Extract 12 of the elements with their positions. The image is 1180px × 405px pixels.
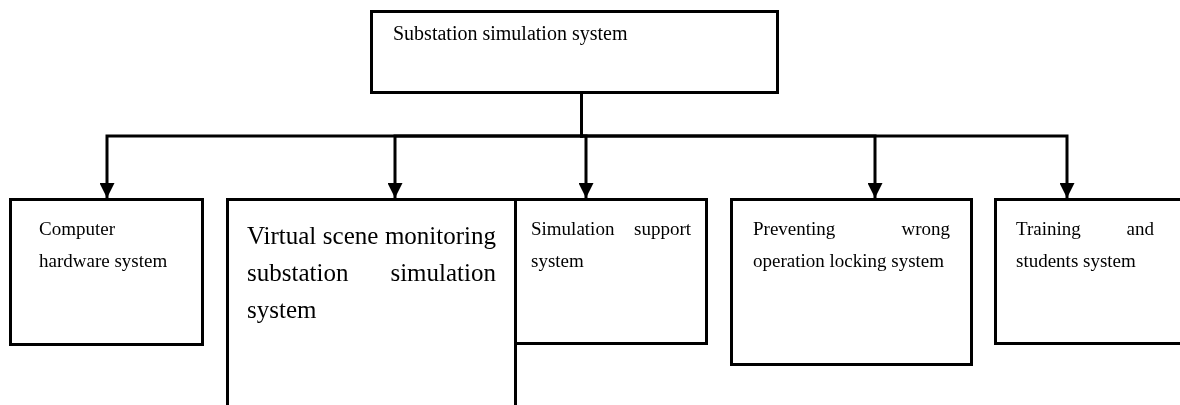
box-label: Virtual scene monitoring substation simulation system bbox=[247, 221, 496, 325]
box-label: Preventing wrong operation locking system bbox=[753, 217, 950, 273]
box-label: Training and students system bbox=[1016, 217, 1154, 273]
process-box bbox=[370, 10, 779, 94]
box-label: Substation simulation system bbox=[393, 21, 629, 45]
process-box bbox=[226, 198, 517, 405]
box-label: Simulation support system bbox=[531, 217, 691, 273]
process-box bbox=[9, 198, 204, 346]
box-label: Computer hardware system bbox=[39, 217, 169, 273]
process-box bbox=[514, 198, 708, 345]
process-box bbox=[730, 198, 973, 366]
process-box bbox=[994, 198, 1180, 345]
